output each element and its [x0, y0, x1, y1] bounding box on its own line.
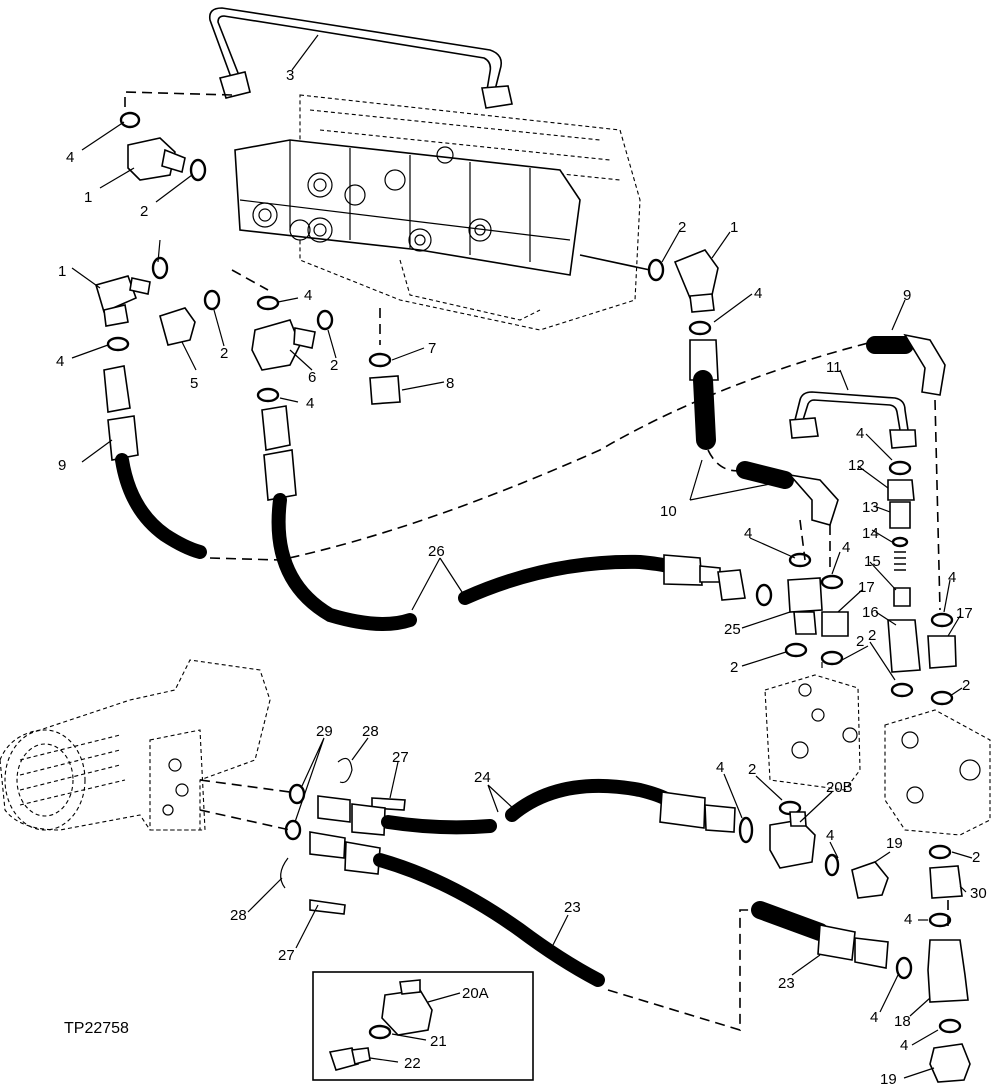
callout-12: 12 — [848, 457, 865, 474]
callout-4: 4 — [66, 149, 74, 166]
callout-26: 26 — [428, 543, 445, 560]
right-upper-fittings — [647, 249, 839, 570]
callout-20b: 20B — [826, 779, 853, 796]
parts-12-to-17 — [755, 460, 957, 706]
callout-18: 18 — [894, 1013, 911, 1030]
callout-4: 4 — [744, 525, 752, 542]
callout-labels: 3 4 1 2 1 4 5 2 4 6 2 7 8 4 9 2 1 4 9 11… — [56, 67, 987, 1087]
callout-2: 2 — [140, 203, 148, 220]
callout-17: 17 — [956, 605, 973, 622]
callout-22: 22 — [404, 1055, 421, 1072]
hydraulic-motor — [0, 659, 291, 831]
callout-19: 19 — [886, 835, 903, 852]
callout-2: 2 — [678, 219, 686, 236]
callout-23: 23 — [564, 899, 581, 916]
callout-4: 4 — [870, 1009, 878, 1026]
callout-2: 2 — [330, 357, 338, 374]
callout-2: 2 — [868, 627, 876, 644]
callout-6: 6 — [308, 369, 316, 386]
part-11-tube — [789, 391, 917, 449]
callout-4: 4 — [826, 827, 834, 844]
callout-4: 4 — [856, 425, 864, 442]
callout-9: 9 — [58, 457, 66, 474]
callout-2: 2 — [730, 659, 738, 676]
lower-hoses — [280, 757, 889, 1032]
callout-2: 2 — [856, 633, 864, 650]
callout-19: 19 — [880, 1071, 897, 1087]
callout-14: 14 — [862, 525, 879, 542]
lower-right-fittings — [769, 800, 971, 1083]
callout-25: 25 — [724, 621, 741, 638]
callout-21: 21 — [430, 1033, 447, 1050]
callout-9: 9 — [903, 287, 911, 304]
callout-1: 1 — [58, 263, 66, 280]
callout-27: 27 — [278, 947, 295, 964]
inset-box-20a — [312, 971, 534, 1081]
callout-4: 4 — [716, 759, 724, 776]
callout-16: 16 — [862, 604, 879, 621]
part-9-hose-left — [103, 339, 881, 561]
leader-lines — [71, 34, 973, 1079]
callout-23: 23 — [778, 975, 795, 992]
callout-1: 1 — [730, 219, 738, 236]
callout-28: 28 — [230, 907, 247, 924]
relief-valve-bodies — [764, 674, 991, 836]
callout-13: 13 — [862, 499, 879, 516]
callout-15: 15 — [864, 553, 881, 570]
callout-11: 11 — [826, 359, 842, 376]
callout-2: 2 — [220, 345, 228, 362]
callout-4: 4 — [842, 539, 850, 556]
callout-29: 29 — [316, 723, 333, 740]
part-9-hose-right — [866, 333, 946, 611]
callout-17: 17 — [858, 579, 875, 596]
callout-10: 10 — [660, 503, 677, 520]
callout-30: 30 — [970, 885, 987, 902]
callout-2: 2 — [962, 677, 970, 694]
drawing-id: TP22758 — [64, 1020, 129, 1037]
control-valve-assembly — [234, 94, 651, 331]
callout-1: 1 — [84, 189, 92, 206]
callout-27: 27 — [392, 749, 409, 766]
callout-4: 4 — [948, 569, 956, 586]
callout-3: 3 — [286, 67, 294, 84]
callout-4: 4 — [304, 287, 312, 304]
callout-2: 2 — [748, 761, 756, 778]
callout-5: 5 — [190, 375, 198, 392]
callout-8: 8 — [446, 375, 454, 392]
part-26-hose — [261, 405, 746, 631]
left-fittings — [95, 111, 401, 405]
callout-4: 4 — [754, 285, 762, 302]
callout-2: 2 — [972, 849, 980, 866]
callout-28: 28 — [362, 723, 379, 740]
callout-4: 4 — [56, 353, 64, 370]
callout-20a: 20A — [462, 985, 489, 1002]
callout-4: 4 — [306, 395, 314, 412]
callout-24: 24 — [474, 769, 491, 786]
callout-4: 4 — [904, 911, 912, 928]
callout-4: 4 — [900, 1037, 908, 1054]
part-3-tube — [124, 7, 513, 110]
callout-7: 7 — [428, 340, 436, 357]
